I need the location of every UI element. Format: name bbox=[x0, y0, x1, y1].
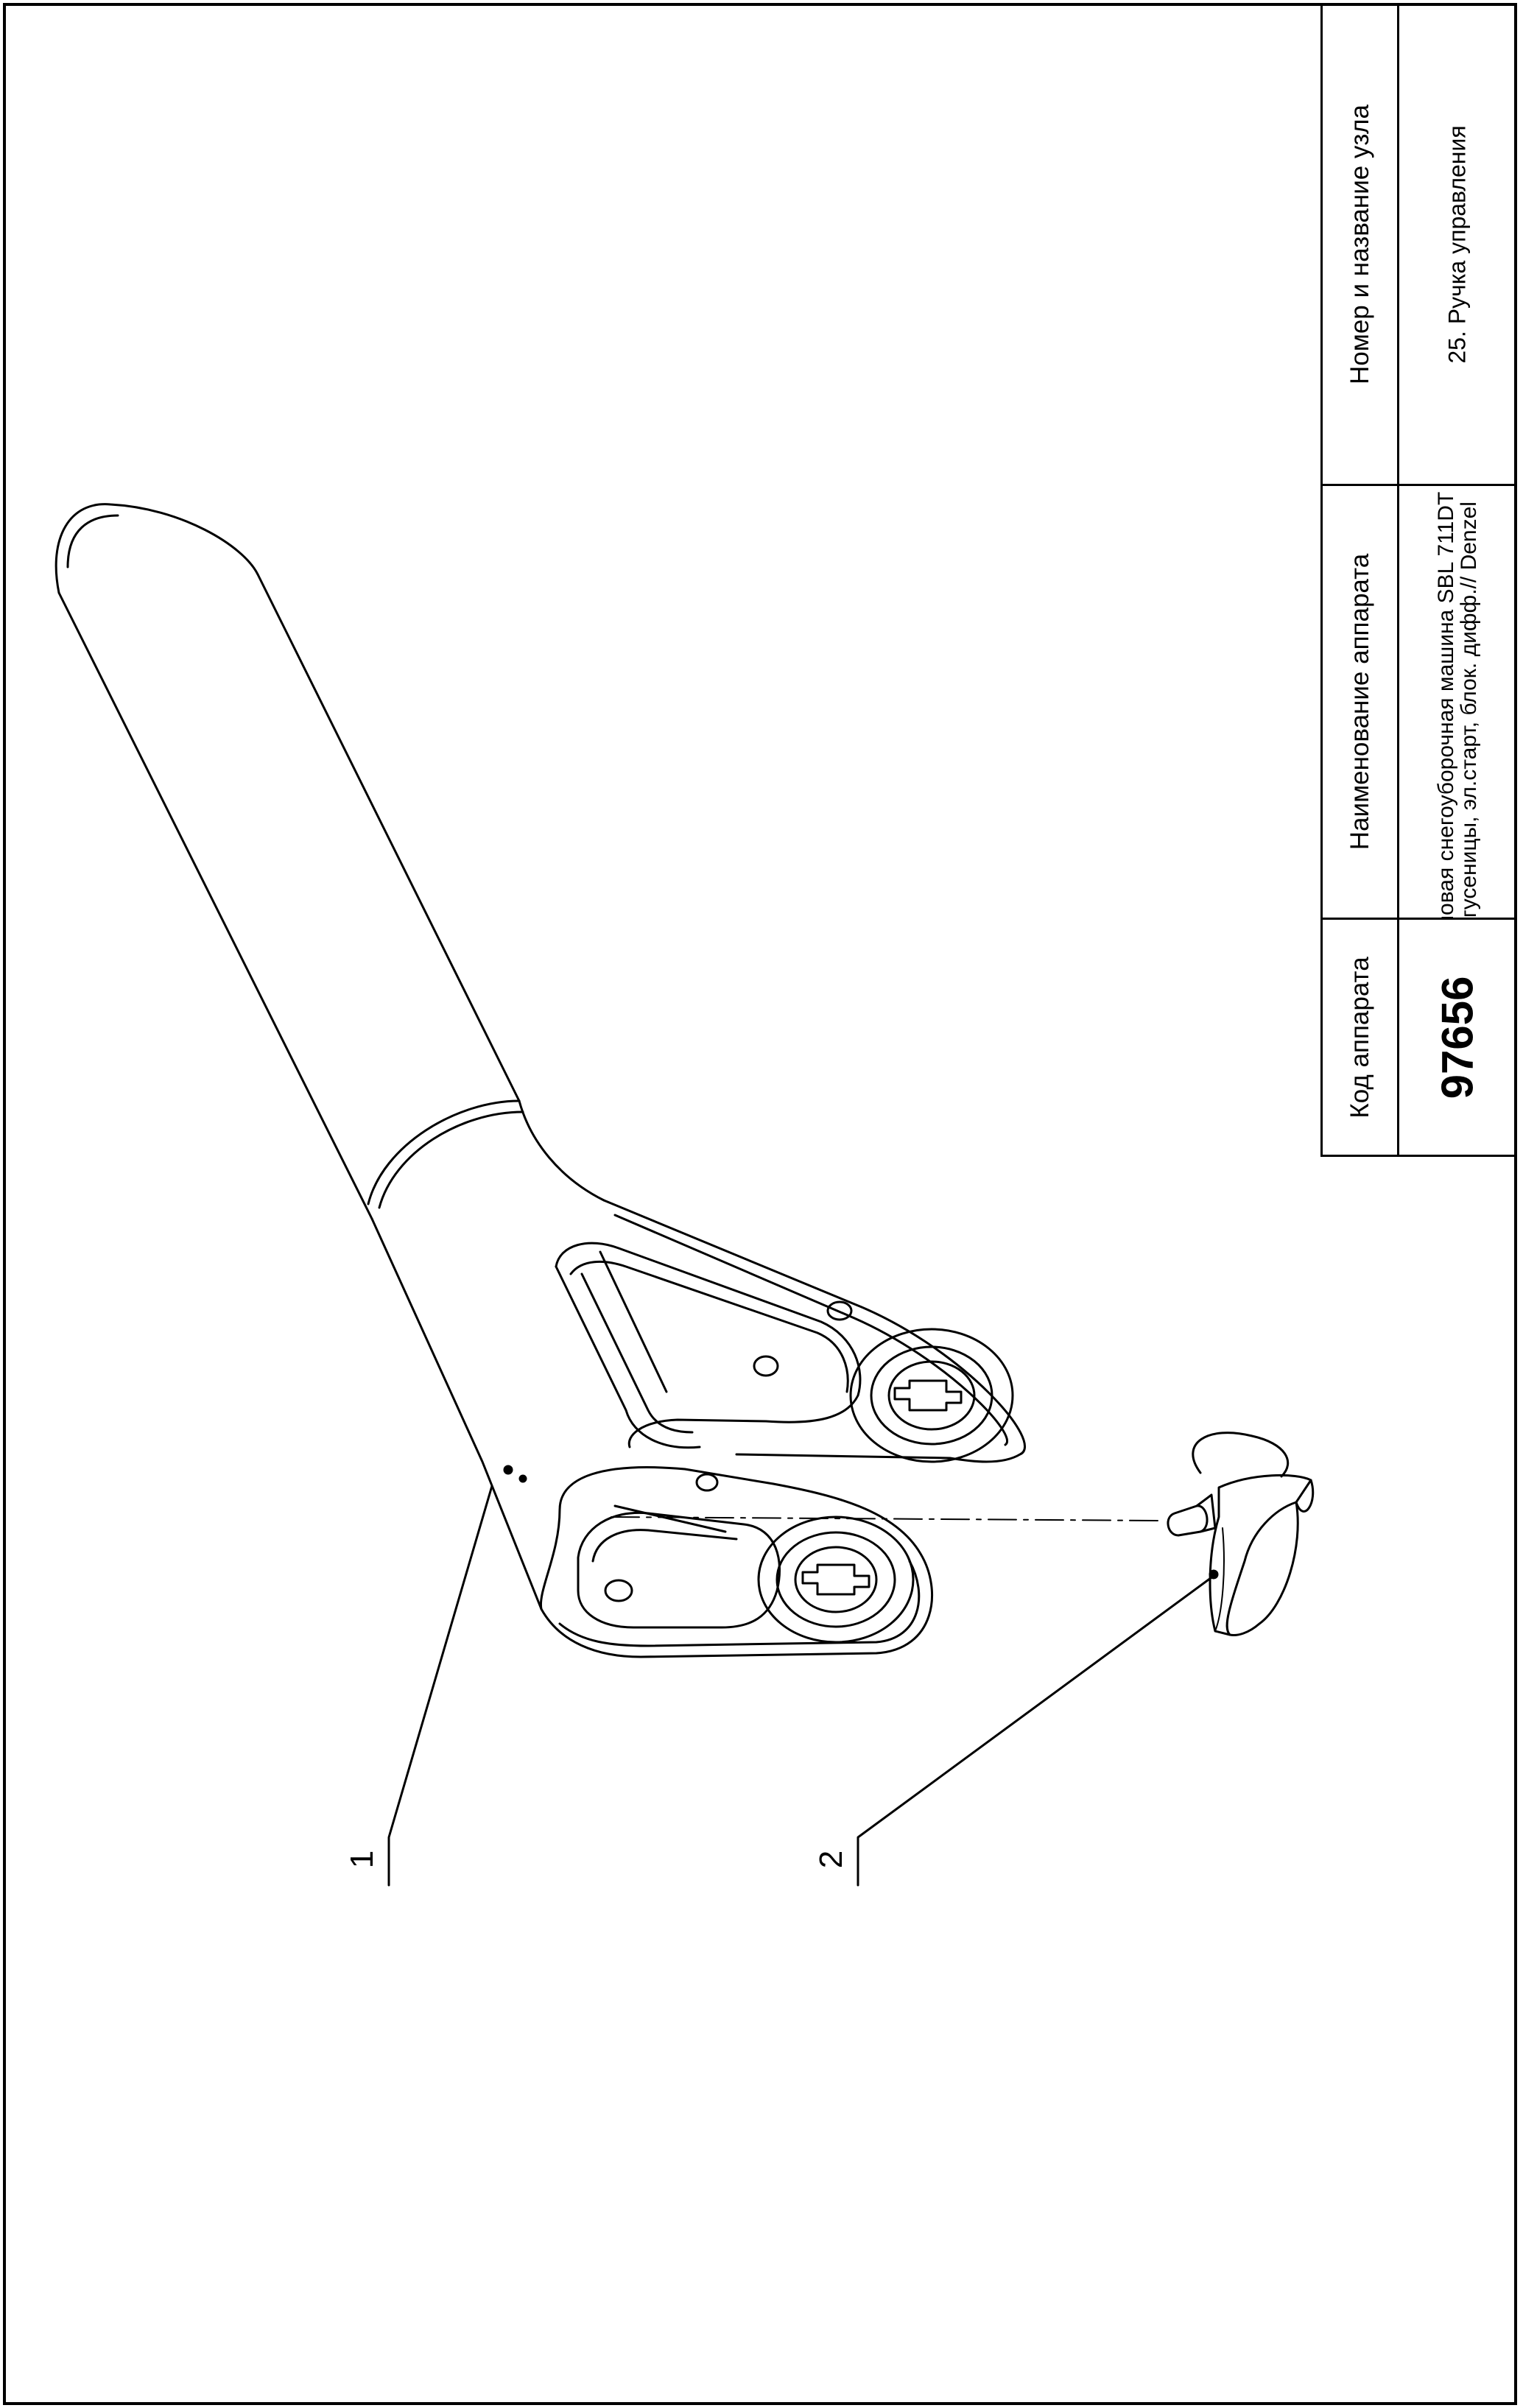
locking-knob bbox=[1167, 1432, 1315, 1636]
assembly-axis-line bbox=[611, 1516, 1164, 1521]
unit-value-cell: 25. Ручка управления bbox=[1397, 3, 1517, 486]
apparatus-code: 97656 bbox=[1432, 976, 1482, 1099]
sheet-border bbox=[3, 3, 1517, 2405]
callout-2-leader bbox=[857, 1574, 1215, 1887]
callout-1-leader bbox=[387, 1485, 493, 1887]
unit-header-cell: Номер и название узла bbox=[1320, 3, 1399, 486]
handle-tube bbox=[54, 503, 605, 1610]
code-header: Код аппарата bbox=[1345, 956, 1374, 1119]
upper-bracket-plate bbox=[555, 1199, 1026, 1463]
name-header: Наименование аппарата bbox=[1345, 553, 1374, 851]
lower-bracket-plate bbox=[539, 1466, 934, 1658]
apparatus-name: Бензиновая снегоуборочная машина SBL 711… bbox=[1433, 484, 1481, 920]
callout-1-label: 1 bbox=[344, 1850, 381, 1869]
callout-2-label: 2 bbox=[813, 1850, 850, 1869]
code-header-cell: Код аппарата bbox=[1320, 918, 1399, 1157]
name-header-cell: Наименование аппарата bbox=[1320, 484, 1399, 920]
unit-header: Номер и название узла bbox=[1345, 105, 1374, 384]
code-value-cell: 97656 bbox=[1397, 918, 1517, 1157]
unit-name: 25. Ручка управления bbox=[1443, 125, 1470, 364]
name-value-cell: Бензиновая снегоуборочная машина SBL 711… bbox=[1397, 484, 1517, 920]
